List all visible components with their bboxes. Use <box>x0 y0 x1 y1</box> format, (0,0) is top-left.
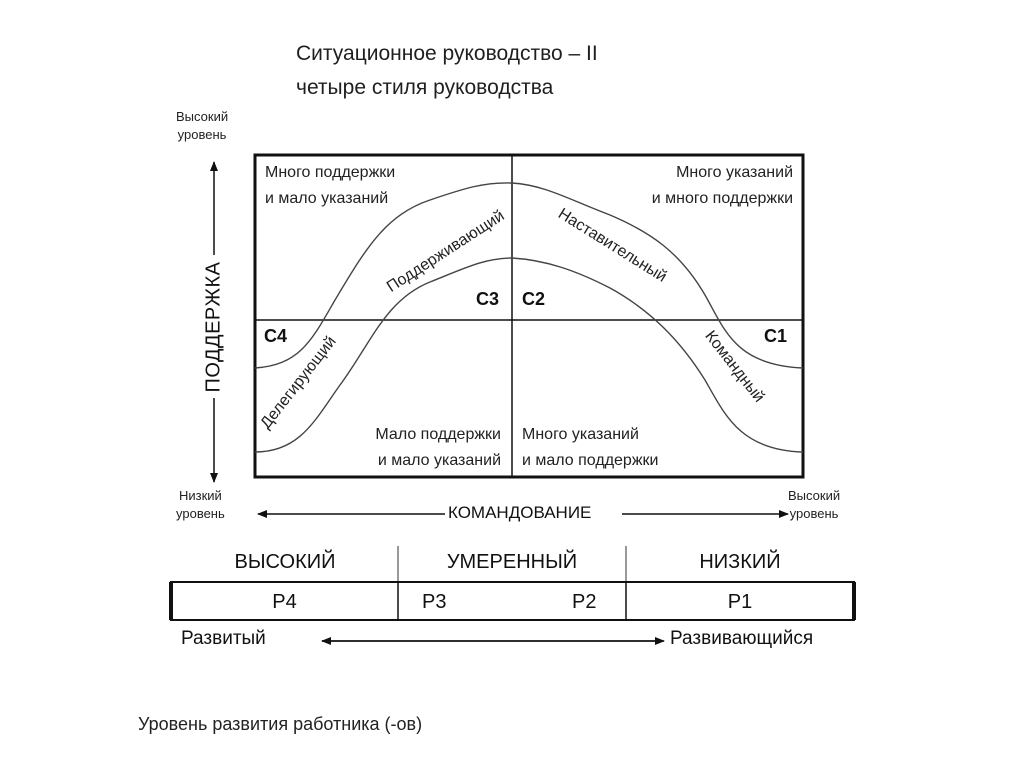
table-header-high: ВЫСОКИЙ <box>234 551 336 573</box>
style-code-c3: С3 <box>476 289 500 309</box>
quadrant-bottom-right-text: Много указаний и мало поддержки <box>522 426 659 469</box>
diagram-title-line1: Ситуационное руководство – II <box>296 42 598 65</box>
bell-curve-upper <box>254 182 804 369</box>
quadrant-frame <box>253 153 805 479</box>
command-high-label: Высокий уровень <box>788 488 841 521</box>
table-level-p3: Р3 <box>422 591 447 613</box>
footer-caption: Уровень развития работника (-ов) <box>138 714 423 734</box>
diagram-title-line2: четыре стиля руководства <box>296 76 554 99</box>
table-level-p4: Р4 <box>272 591 297 613</box>
support-high-label: Высокий уровень <box>176 109 229 142</box>
table-header-low: НИЗКИЙ <box>699 551 781 573</box>
command-axis-label: КОМАНДОВАНИЕ <box>448 503 592 522</box>
quadrant-top-left-text: Много поддержки и мало указаний <box>265 164 396 207</box>
development-left-label: Развитый <box>181 628 266 649</box>
table-level-p1: Р1 <box>727 591 753 613</box>
style-code-c4: С4 <box>264 326 288 346</box>
quadrant-top-right-text: Много указаний и много поддержки <box>651 164 793 207</box>
style-code-c1: С1 <box>764 326 788 346</box>
support-axis-label: ПОДДЕРЖКА <box>202 261 225 393</box>
table-header-moderate: УМЕРЕННЫЙ <box>446 551 578 573</box>
quadrant-bottom-left-text: Мало поддержки и мало указаний <box>375 426 501 469</box>
development-right-label: Развивающийся <box>670 628 814 649</box>
support-low-label: Низкий уровень <box>176 488 225 521</box>
table-level-p2: Р2 <box>572 591 597 613</box>
bell-curve-lower <box>254 257 804 453</box>
style-code-c2: С2 <box>522 289 546 309</box>
